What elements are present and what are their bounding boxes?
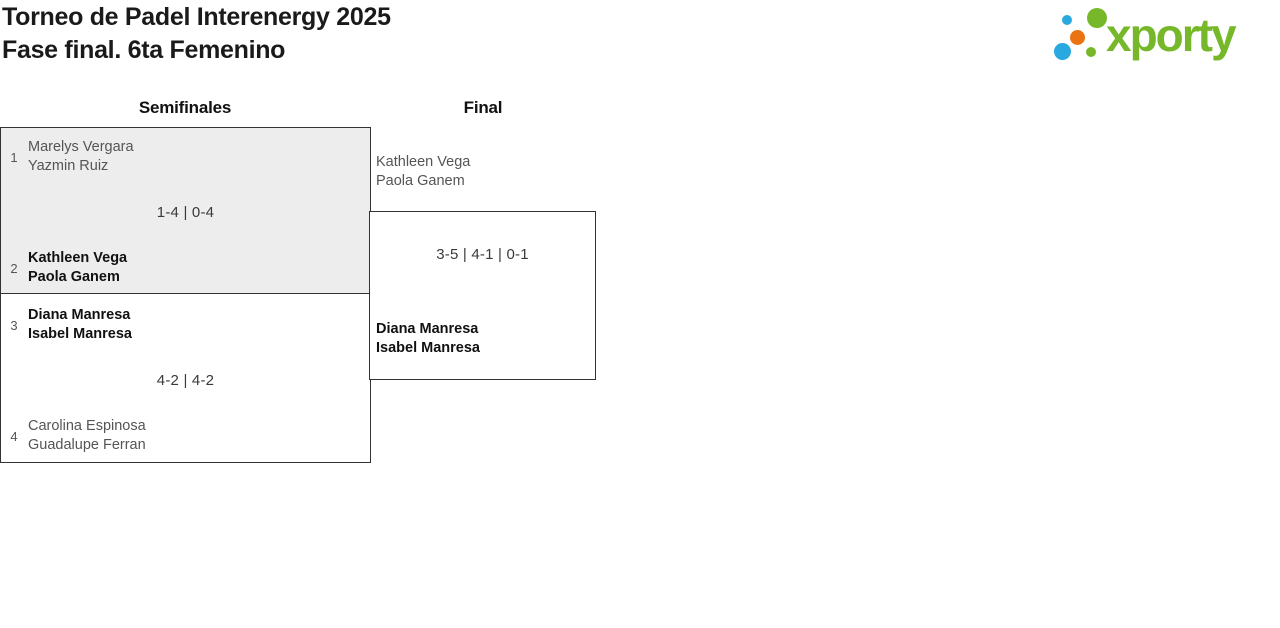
semifinal-match-1[interactable]: 1 Marelys Vergara Yazmin Ruiz 1-4 | 0-4 … xyxy=(0,127,371,294)
player-name: Paola Ganem xyxy=(376,173,465,189)
player-name: Isabel Manresa xyxy=(376,340,480,356)
team-players: Marelys Vergara Yazmin Ruiz xyxy=(28,138,134,176)
logo-wordmark: xporty xyxy=(1106,9,1237,61)
team-row: Diana Manresa Isabel Manresa xyxy=(376,320,480,358)
team-players: Carolina Espinosa Guadalupe Ferran xyxy=(28,417,146,455)
final-match[interactable]: Kathleen Vega Paola Ganem 3-5 | 4-1 | 0-… xyxy=(369,154,596,380)
player-name: Carolina Espinosa xyxy=(28,418,146,434)
team-players: Kathleen Vega Paola Ganem xyxy=(28,249,127,287)
logo-dot-icon xyxy=(1054,43,1071,60)
player-name: Kathleen Vega xyxy=(28,250,128,266)
seed-number: 3 xyxy=(10,317,18,333)
team-players: Diana Manresa Isabel Manresa xyxy=(376,320,480,358)
round-header-final: Final xyxy=(463,98,503,117)
round-header-semifinals: Semifinales xyxy=(138,98,232,117)
player-name: Marelys Vergara xyxy=(28,139,134,155)
tournament-name: Torneo de Padel Interenergy 2025 xyxy=(2,3,391,31)
player-name: Paola Ganem xyxy=(28,269,120,285)
team-players: Kathleen Vega Paola Ganem xyxy=(376,153,470,191)
player-name: Guadalupe Ferran xyxy=(28,437,146,453)
team-row: 4 Carolina Espinosa Guadalupe Ferran xyxy=(8,417,146,455)
team-row: Kathleen Vega Paola Ganem xyxy=(376,153,470,191)
player-name: Yazmin Ruiz xyxy=(28,158,109,174)
semifinal-match-2[interactable]: 3 Diana Manresa Isabel Manresa 4-2 | 4-2… xyxy=(0,293,371,463)
logo-dot-icon xyxy=(1062,15,1072,25)
page-title: Torneo de Padel Interenergy 2025 Fase fi… xyxy=(2,1,391,67)
seed-number: 2 xyxy=(10,260,18,276)
match-score: 4-2 | 4-2 xyxy=(156,372,215,389)
team-row: 3 Diana Manresa Isabel Manresa xyxy=(8,306,132,344)
player-name: Kathleen Vega xyxy=(376,154,471,170)
team-row: 2 Kathleen Vega Paola Ganem xyxy=(8,249,127,287)
player-name: Diana Manresa xyxy=(28,307,131,323)
tournament-phase: Fase final. 6ta Femenino xyxy=(2,36,286,64)
player-name: Isabel Manresa xyxy=(28,326,132,342)
xporty-logo[interactable]: xporty xyxy=(1050,0,1280,72)
team-row: 1 Marelys Vergara Yazmin Ruiz xyxy=(8,138,134,176)
seed-number: 1 xyxy=(10,149,18,165)
logo-dot-icon xyxy=(1086,47,1096,57)
logo-dot-icon xyxy=(1070,30,1085,45)
match-score: 3-5 | 4-1 | 0-1 xyxy=(436,246,529,263)
logo-dot-icon xyxy=(1087,8,1107,28)
team-players: Diana Manresa Isabel Manresa xyxy=(28,306,132,344)
match-score: 1-4 | 0-4 xyxy=(156,204,215,221)
seed-number: 4 xyxy=(10,428,18,444)
player-name: Diana Manresa xyxy=(376,321,479,337)
